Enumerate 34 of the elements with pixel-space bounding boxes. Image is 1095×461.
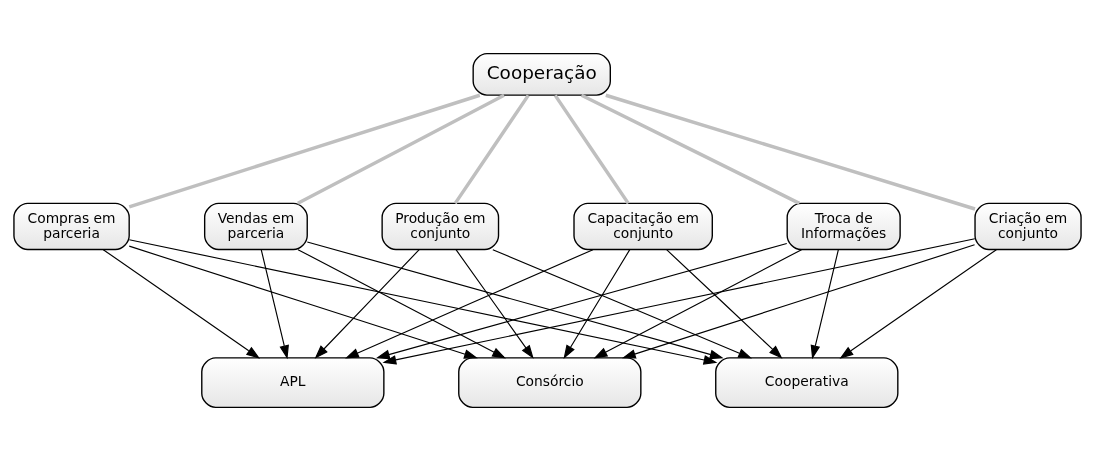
connector: [605, 93, 976, 211]
arrow: [102, 249, 261, 359]
arrow: [297, 249, 506, 359]
arrow: [314, 249, 420, 359]
node-box: Compras em parceria: [13, 202, 130, 251]
arrow: [666, 249, 783, 359]
arrow: [593, 249, 803, 359]
arrow: [563, 249, 631, 359]
node-box: Produção em conjunto: [381, 202, 500, 251]
connector: [580, 93, 801, 205]
arrow: [492, 249, 753, 359]
arrow: [382, 238, 976, 365]
arrow: [128, 239, 718, 365]
node-box: Vendas em parceria: [204, 202, 308, 251]
arrow: [839, 249, 997, 359]
connector: [453, 94, 530, 205]
arrow: [306, 241, 724, 360]
arrow: [810, 249, 839, 360]
arrow: [345, 249, 594, 359]
node-box: Cooperativa: [715, 357, 899, 409]
arrow: [455, 249, 534, 359]
arrow: [128, 245, 478, 359]
node-box: Troca de Informações: [786, 202, 901, 251]
connector: [553, 94, 630, 205]
node-box: Consórcio: [458, 357, 642, 409]
node-box: APL: [201, 357, 385, 409]
connector: [297, 93, 505, 205]
node-box: Capacitação em conjunto: [573, 202, 713, 251]
connector: [128, 93, 481, 209]
node-box: Cooperação: [472, 52, 611, 96]
arrow: [621, 244, 976, 359]
arrow: [260, 249, 289, 360]
arrow: [375, 242, 788, 360]
node-box: Criação em conjunto: [974, 202, 1082, 251]
